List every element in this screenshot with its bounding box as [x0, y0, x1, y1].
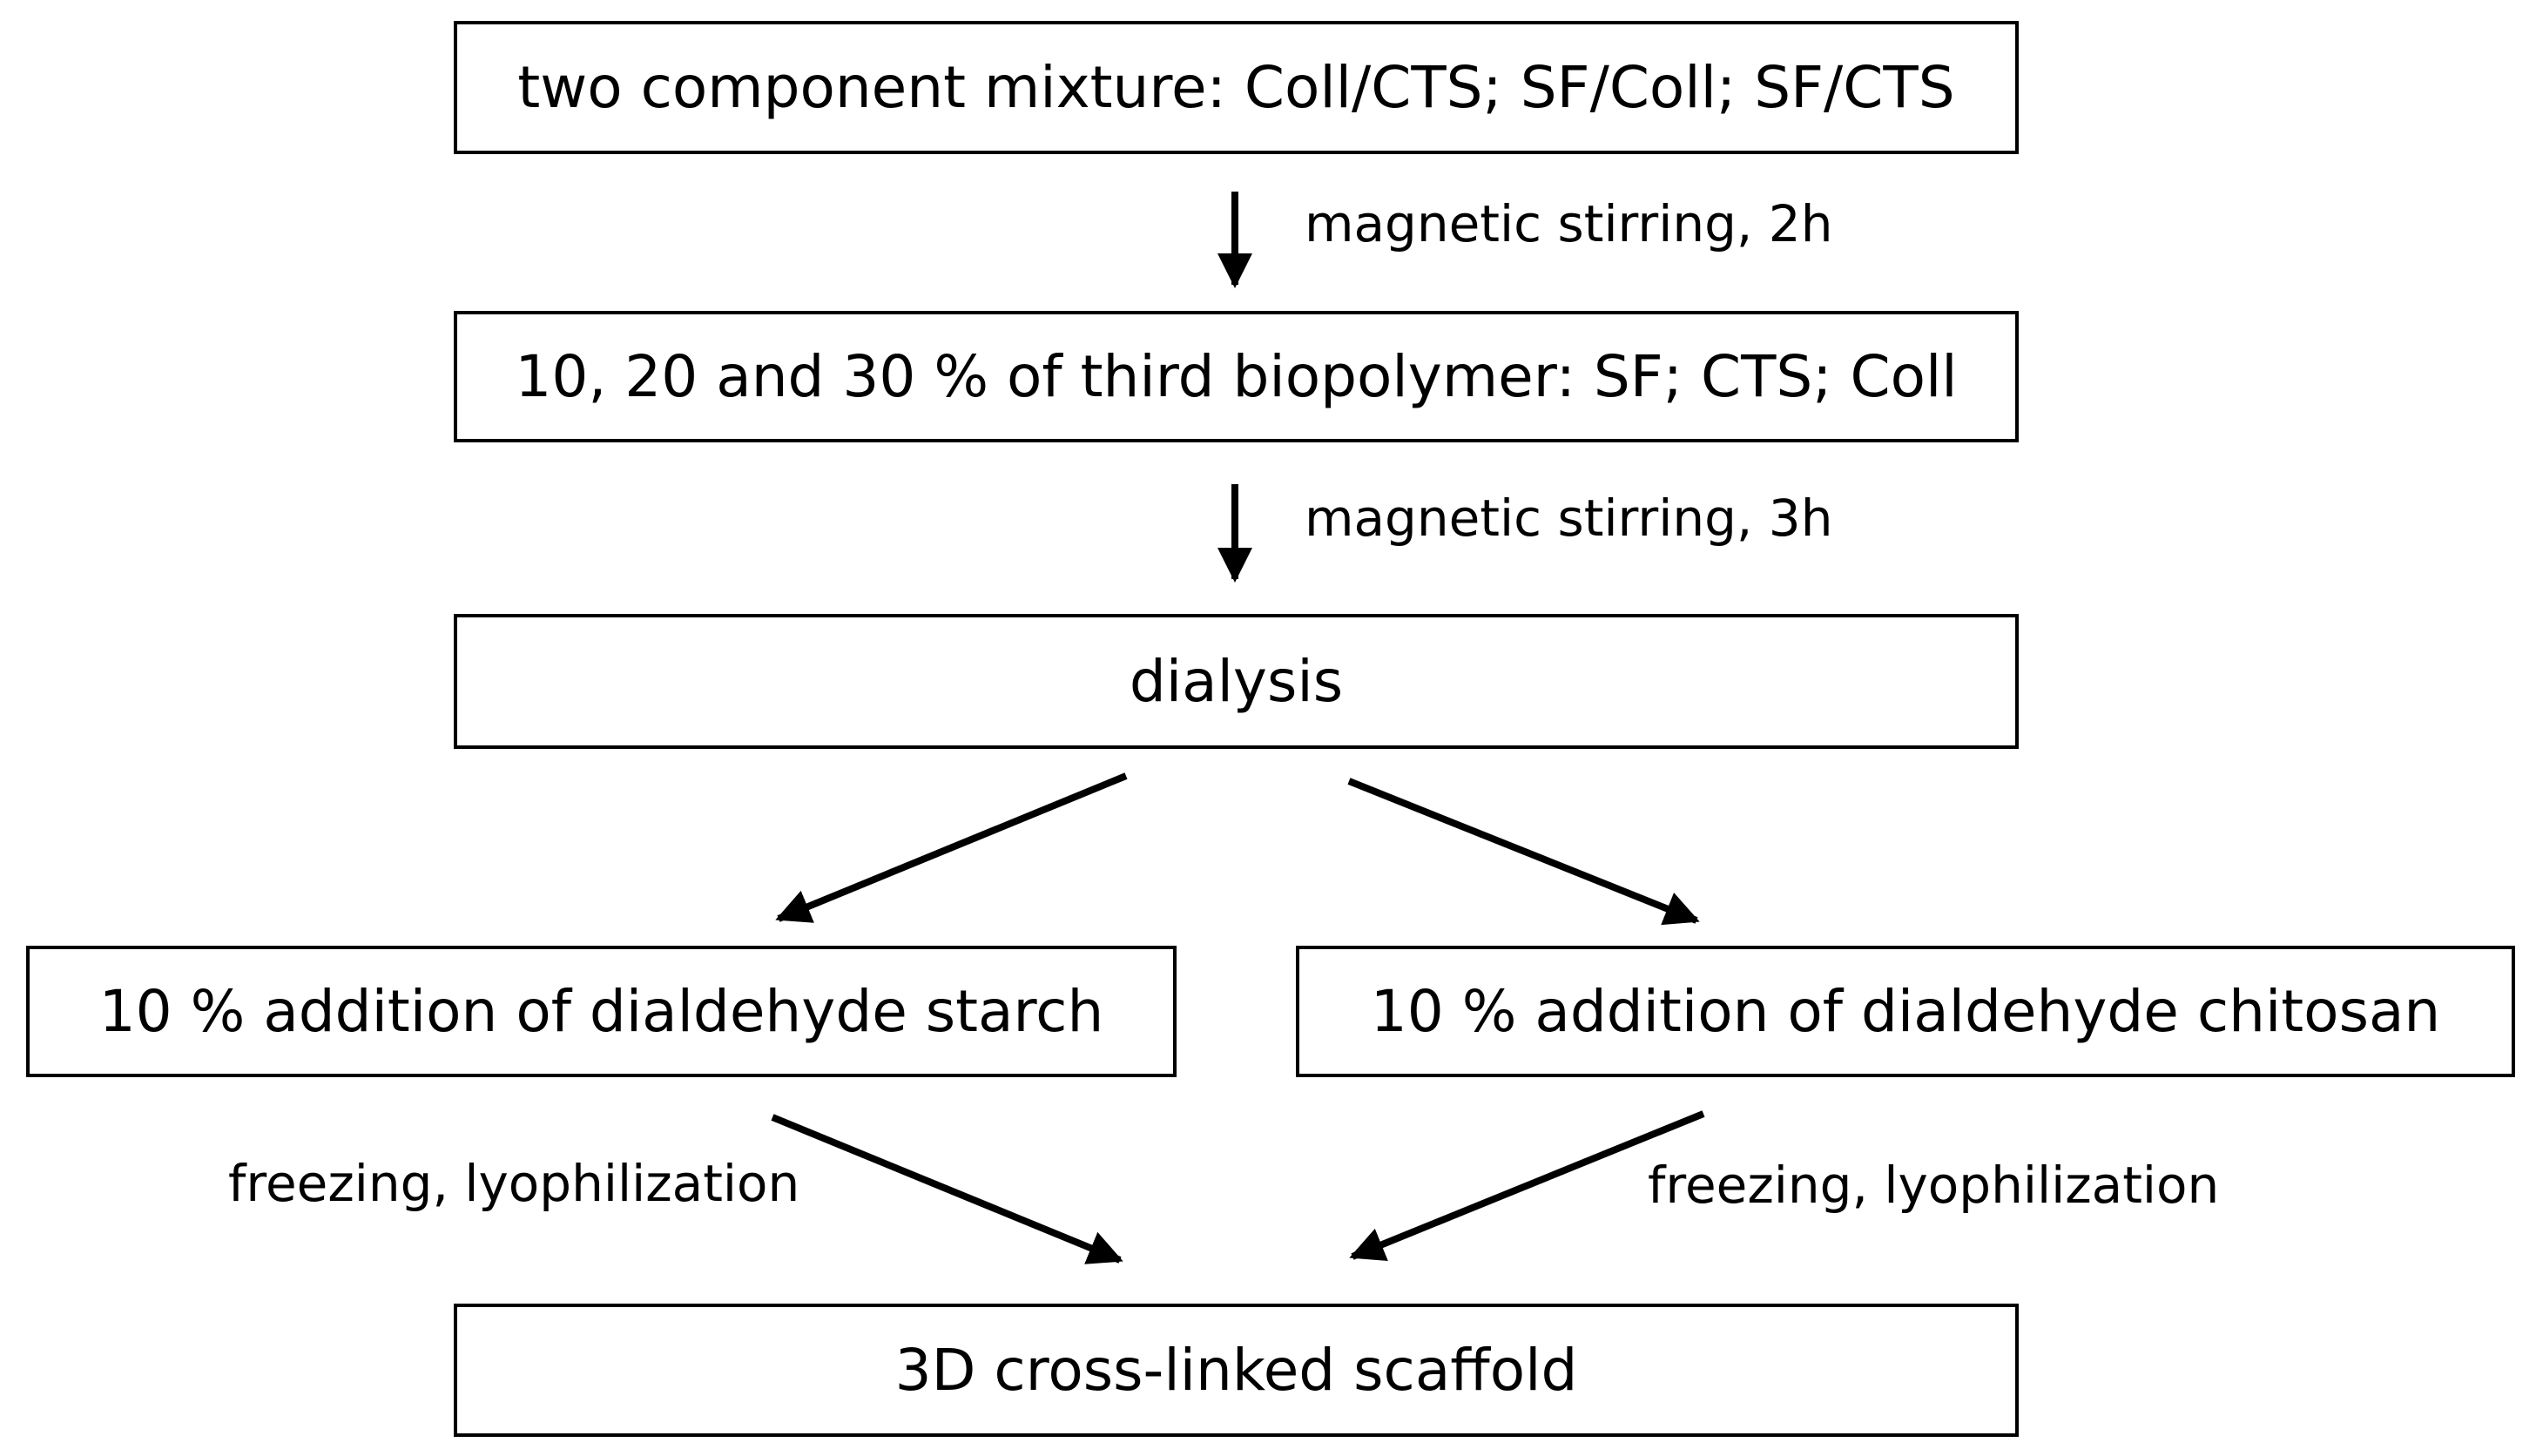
- step-dialysis-text: dialysis: [1129, 647, 1344, 715]
- step-scaffold-text: 3D cross-linked scaffold: [894, 1336, 1578, 1404]
- step-third-biopolymer-text: 10, 20 and 30 % of third biopolymer: SF;…: [515, 342, 1958, 410]
- step-dialdehyde-starch-box: 10 % addition of dialdehyde starch: [26, 946, 1177, 1077]
- freezing-left-label: freezing, lyophilization: [228, 1154, 800, 1213]
- freezing-right-label: freezing, lyophilization: [1648, 1156, 2220, 1215]
- step-scaffold-box: 3D cross-linked scaffold: [454, 1304, 2019, 1437]
- arrow-dialysis-to-chitosan: [1347, 778, 1700, 926]
- step-dialdehyde-chitosan-text: 10 % addition of dialdehyde chitosan: [1370, 977, 2441, 1045]
- step-dialdehyde-chitosan-box: 10 % addition of dialdehyde chitosan: [1296, 946, 2515, 1077]
- arrow-chitosan-to-scaffold: [1349, 1110, 1705, 1261]
- step-mixture-text: two component mixture: Coll/CTS; SF/Coll…: [517, 53, 1955, 121]
- step-mixture-box: two component mixture: Coll/CTS; SF/Coll…: [454, 21, 2019, 154]
- arrow-dialysis-to-starch: [775, 772, 1128, 923]
- step-dialdehyde-starch-text: 10 % addition of dialdehyde starch: [98, 977, 1104, 1045]
- step-third-biopolymer-box: 10, 20 and 30 % of third biopolymer: SF;…: [454, 311, 2019, 442]
- arrow-starch-to-scaffold: [771, 1114, 1123, 1264]
- step-dialysis-box: dialysis: [454, 614, 2019, 749]
- stirring-3h-label: magnetic stirring, 3h: [1305, 489, 1833, 548]
- stirring-2h-label: magnetic stirring, 2h: [1305, 194, 1833, 253]
